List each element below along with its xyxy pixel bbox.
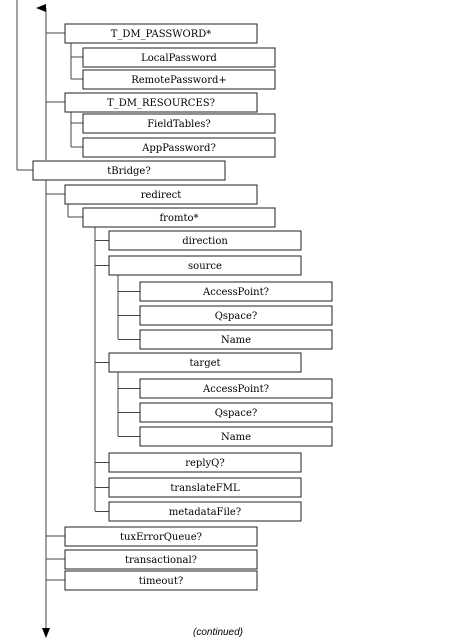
node-t-dm-password: T_DM_PASSWORD*: [64, 23, 258, 44]
node-localpassword: LocalPassword: [82, 47, 276, 68]
node-target-accesspoint: AccessPoint?: [139, 378, 333, 399]
node-box: [64, 549, 258, 570]
node-label: RemotePassword+: [131, 75, 227, 86]
node-label: Qspace?: [215, 311, 258, 322]
node-source: source: [108, 255, 302, 276]
node-label: target: [189, 358, 220, 369]
node-translatefml: translateFML: [108, 477, 302, 498]
node-box: [64, 92, 258, 113]
continued-caption: (continued): [192, 627, 244, 638]
node-label: tuxErrorQueue?: [120, 532, 202, 543]
node-box: [64, 526, 258, 547]
node-label: AccessPoint?: [202, 287, 269, 298]
node-target: target: [108, 352, 302, 373]
node-label: replyQ?: [185, 458, 225, 469]
node-target-name: Name: [139, 426, 333, 447]
node-box: [82, 207, 276, 228]
node-apppassword: AppPassword?: [82, 137, 276, 158]
down-arrow-head: [42, 628, 50, 638]
node-box: [108, 501, 302, 522]
node-box: [139, 402, 333, 423]
node-label: translateFML: [170, 483, 240, 494]
node-box: [82, 137, 276, 158]
node-box: [64, 184, 258, 205]
node-label: T_DM_PASSWORD*: [111, 29, 212, 40]
node-label: Name: [221, 335, 251, 346]
node-box: [32, 160, 226, 181]
connector-lines: [16, 0, 140, 638]
node-target-qspace: Qspace?: [139, 402, 333, 423]
node-box: [64, 570, 258, 591]
node-label: direction: [182, 236, 228, 247]
node-label: AppPassword?: [141, 143, 216, 154]
node-box: [108, 255, 302, 276]
node-box: [108, 352, 302, 373]
node-boxes: T_DM_PASSWORD* LocalPasswordRemotePasswor…: [32, 23, 333, 591]
node-label: FieldTables?: [147, 119, 211, 130]
node-label: redirect: [141, 190, 182, 201]
node-box: [139, 329, 333, 350]
node-redirect: redirect: [64, 184, 258, 205]
node-box: [108, 452, 302, 473]
node-label: LocalPassword: [141, 53, 217, 64]
node-box: [82, 47, 276, 68]
node-label: timeout?: [139, 576, 183, 587]
node-fieldtables: FieldTables?: [82, 113, 276, 134]
node-source-name: Name: [139, 329, 333, 350]
node-metadatafile: metadataFile?: [108, 501, 302, 522]
node-box: [139, 378, 333, 399]
node-fromto: fromto*: [82, 207, 276, 228]
node-remotepassword: RemotePassword+: [82, 69, 276, 90]
node-transactional: transactional?: [64, 549, 258, 570]
node-label: fromto*: [159, 213, 198, 224]
node-label: Name: [221, 432, 251, 443]
node-t-dm-resources: T_DM_RESOURCES?: [64, 92, 258, 113]
node-box: [108, 230, 302, 251]
node-source-qspace: Qspace?: [139, 305, 333, 326]
node-tbridge: tBridge?: [32, 160, 226, 181]
node-tuxerrorqueue: tuxErrorQueue?: [64, 526, 258, 547]
node-label: source: [188, 261, 222, 272]
node-box: [139, 281, 333, 302]
node-box: [82, 113, 276, 134]
node-label: AccessPoint?: [202, 384, 269, 395]
node-box: [82, 69, 276, 90]
node-box: [139, 426, 333, 447]
node-label: metadataFile?: [169, 507, 241, 518]
node-label: transactional?: [125, 555, 197, 566]
node-box: [139, 305, 333, 326]
node-timeout: timeout?: [64, 570, 258, 591]
node-box: [108, 477, 302, 498]
node-box: [64, 23, 258, 44]
node-label: Qspace?: [215, 408, 258, 419]
node-label: T_DM_RESOURCES?: [107, 98, 215, 109]
node-direction: direction: [108, 230, 302, 251]
node-label: tBridge?: [107, 166, 150, 177]
node-source-accesspoint: AccessPoint?: [139, 281, 333, 302]
node-replyq: replyQ?: [108, 452, 302, 473]
